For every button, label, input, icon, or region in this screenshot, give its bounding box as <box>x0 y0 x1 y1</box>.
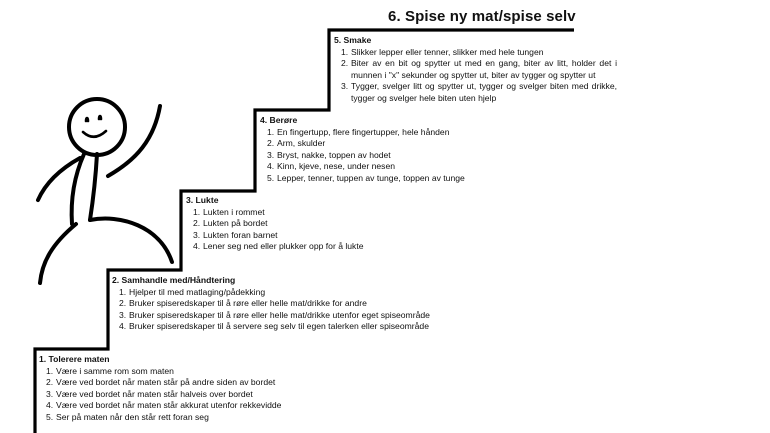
list-item: 1.Være i samme rom som maten <box>46 365 174 376</box>
step-2-heading: 2. Samhandle med/Håndtering <box>112 275 236 285</box>
list-item: 4.Kinn, kjeve, nese, under nesen <box>267 161 396 172</box>
list-item: 2.Lukten på bordet <box>193 218 268 229</box>
staircase-line <box>33 28 574 433</box>
list-item: 4.Være ved bordet når maten står akkurat… <box>46 400 282 411</box>
list-item: 4.Lener seg ned eller plukker opp for å … <box>193 241 364 252</box>
list-item: 3.Tygger, svelger litt og spytter ut, ty… <box>341 81 617 103</box>
step-1-heading: 1. Tolerere maten <box>39 354 110 364</box>
step-5-heading: 5. Smake <box>334 35 372 45</box>
list-item: 1.Lukten i rommet <box>193 206 265 217</box>
list-item: 3.Lukten foran barnet <box>193 229 278 240</box>
page-title: 6. Spise ny mat/spise selv <box>388 8 576 25</box>
list-item: 5.Lepper, tenner, tuppen av tunge, toppe… <box>267 172 465 183</box>
list-item: 2.Arm, skulder <box>267 138 326 149</box>
list-item: 1.Hjelper til med matlaging/pådekking <box>119 286 266 297</box>
step-2-samhandle: 2. Samhandle med/Håndtering 1.Hjelper ti… <box>112 275 472 333</box>
list-item: 4.Bruker spiseredskaper til å servere se… <box>119 321 429 332</box>
list-item: 2.Biter av en bit og spytter ut med en g… <box>341 58 617 80</box>
step-5-smake: 5. Smake 1.Slikker lepper eller tenner, … <box>334 35 617 105</box>
list-item: 1.En fingertupp, flere fingertupper, hel… <box>267 126 450 137</box>
step-4-berore: 4. Berøre 1.En fingertupp, flere fingert… <box>260 115 560 185</box>
list-item: 3.Bryst, nakke, toppen av hodet <box>267 149 391 160</box>
list-item: 5.Ser på maten når den står rett foran s… <box>46 411 209 422</box>
step-3-lukte: 3. Lukte 1.Lukten i rommet 2.Lukten på b… <box>186 195 446 253</box>
list-item: 1.Slikker lepper eller tenner, slikker m… <box>341 46 544 57</box>
step-1-tolerere: 1. Tolerere maten 1.Være i samme rom som… <box>39 354 339 424</box>
list-item: 2.Bruker spiseredskaper til å røre eller… <box>119 298 367 309</box>
stick-figure-icon <box>36 97 174 285</box>
list-item: 3.Bruker spiseredskaper til å røre eller… <box>119 309 430 320</box>
list-item: 2.Være ved bordet når maten står på andr… <box>46 377 276 388</box>
step-4-heading: 4. Berøre <box>260 115 298 125</box>
list-item: 3.Være ved bordet når maten står halveis… <box>46 388 253 399</box>
step-3-heading: 3. Lukte <box>186 195 219 205</box>
